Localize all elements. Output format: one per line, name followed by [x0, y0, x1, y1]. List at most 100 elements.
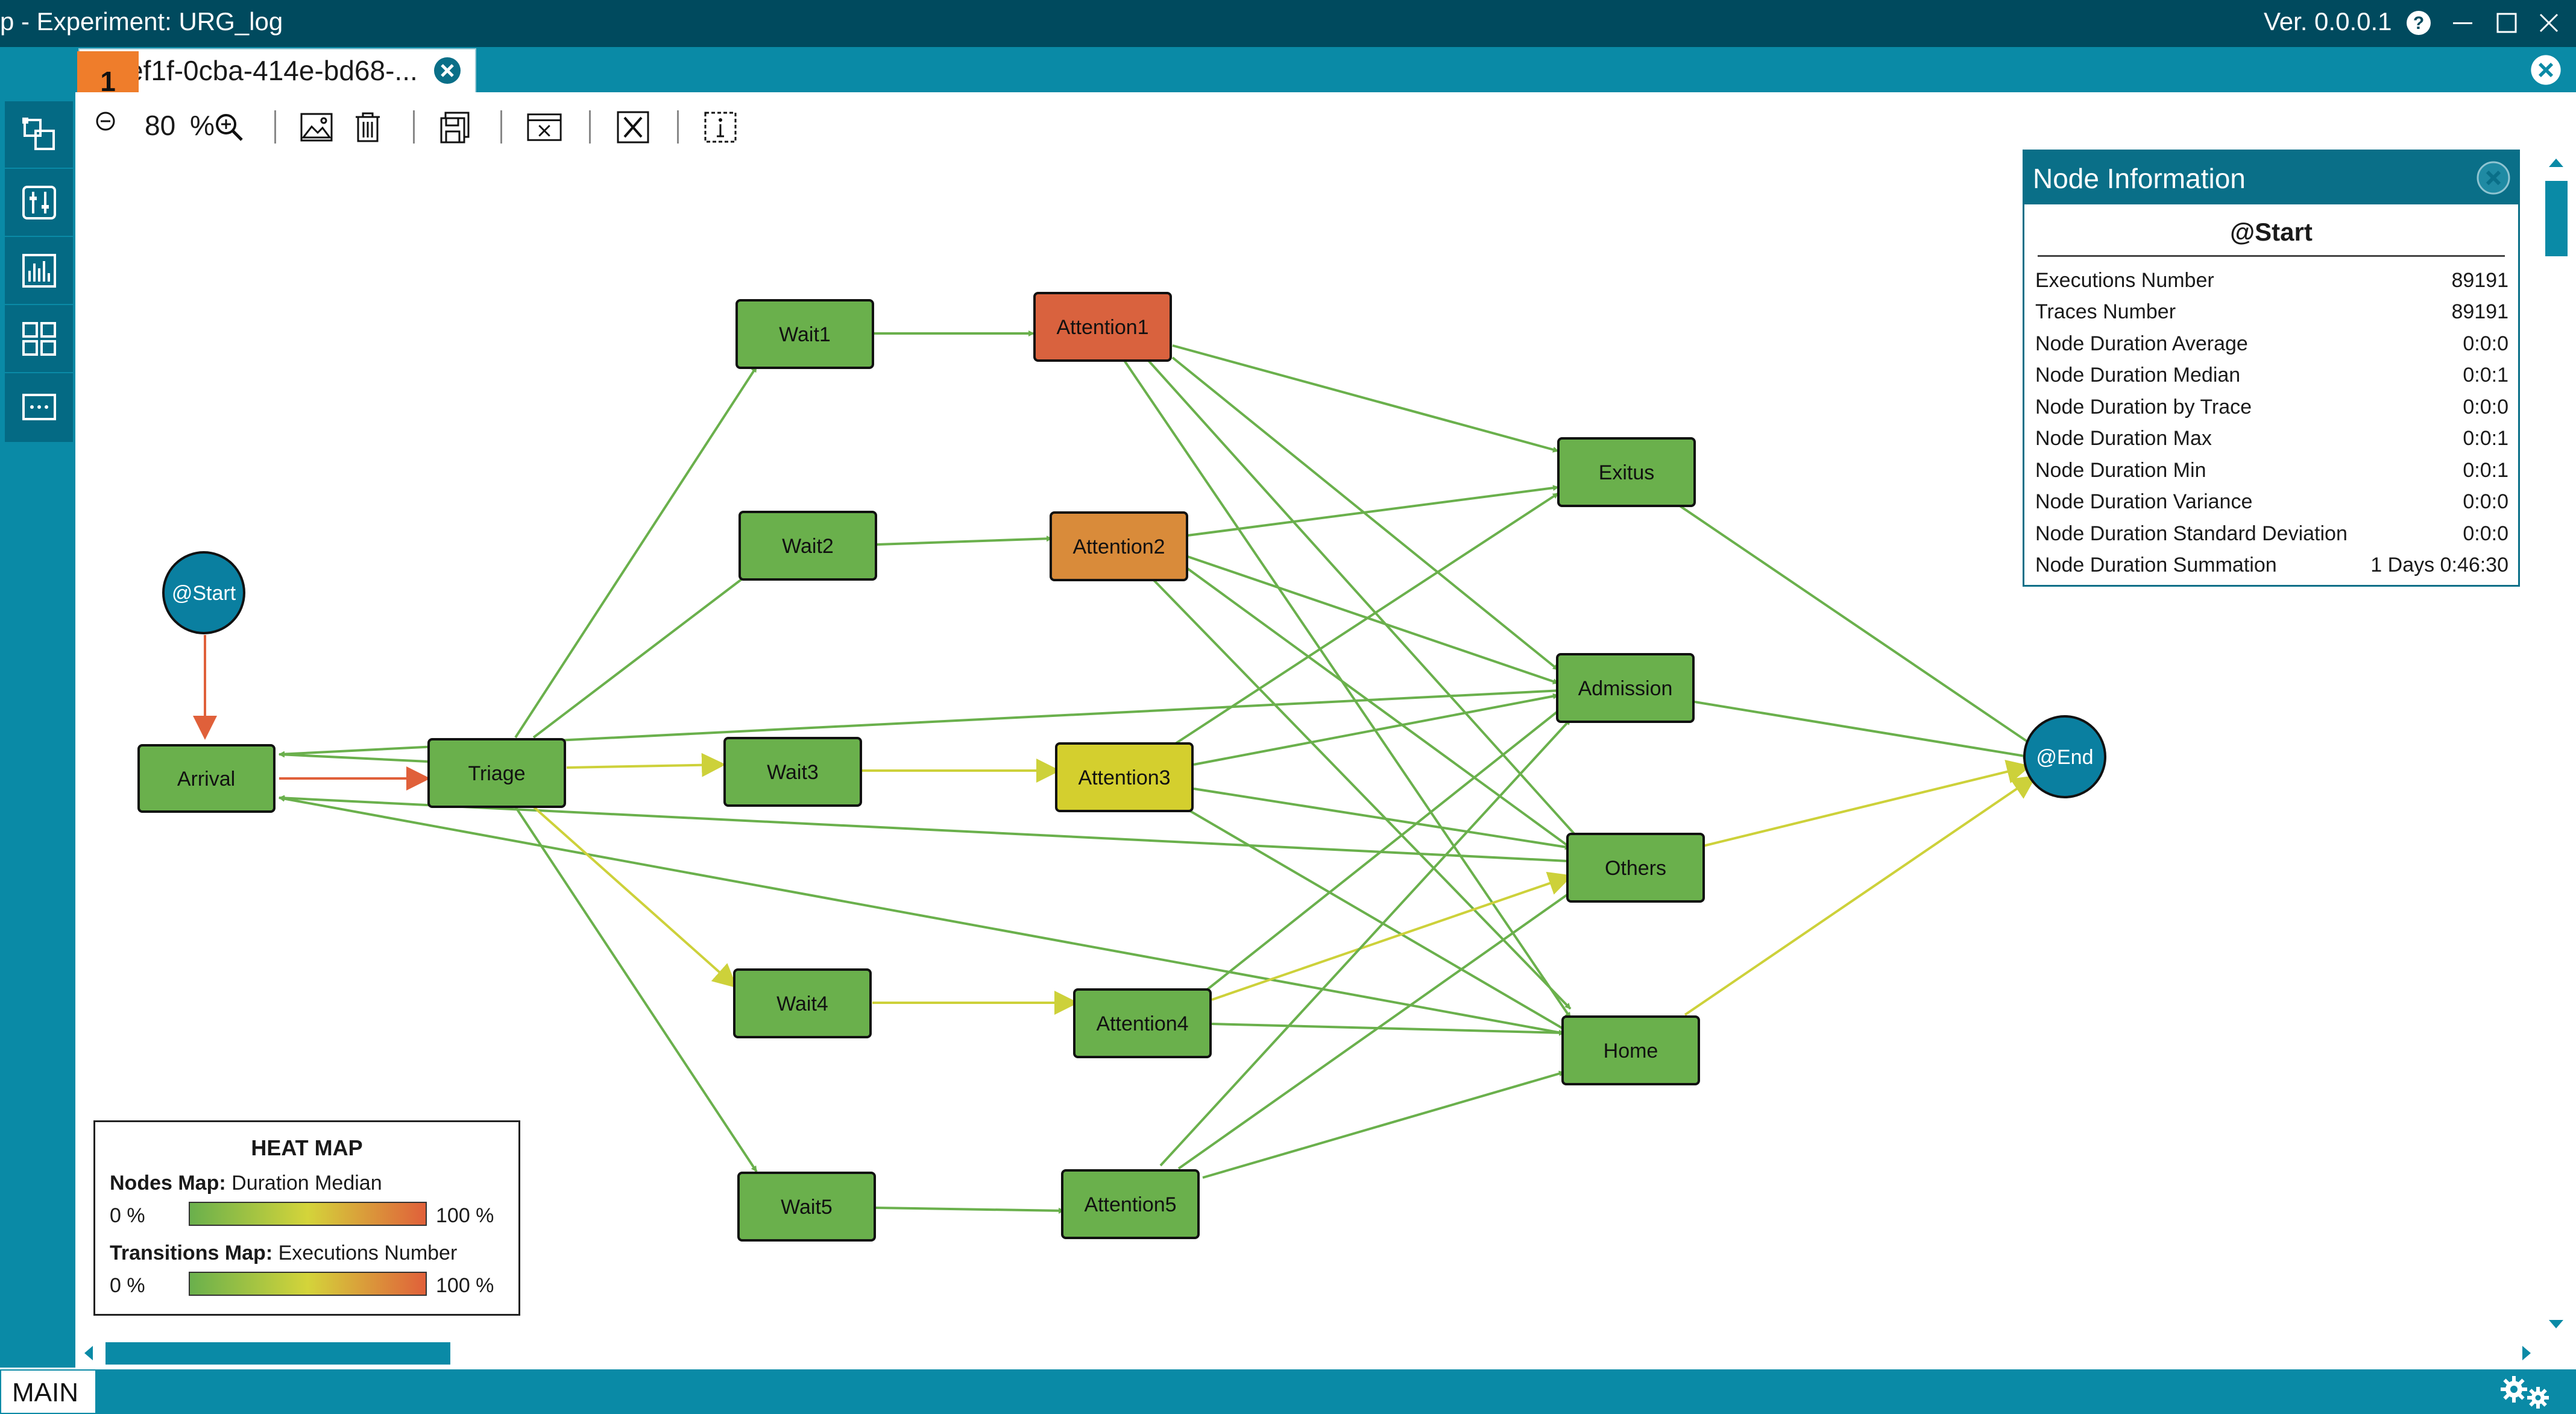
vertical-scroll-thumb[interactable]	[2545, 181, 2568, 256]
edge-wait5-att5	[875, 1207, 1065, 1214]
wait1-label: Wait1	[779, 323, 831, 346]
info-value: 0:0:1	[2463, 364, 2508, 387]
edge-att3-exitus	[1174, 492, 1560, 745]
maximize-icon[interactable]	[2489, 5, 2525, 41]
trash-icon[interactable]	[350, 109, 386, 145]
zoom-value[interactable]: 80	[145, 110, 176, 141]
end-label: @End	[2036, 746, 2093, 769]
version-label: Ver. 0.0.0.1	[2264, 7, 2392, 36]
node-wait5[interactable]: Wait5	[737, 1172, 876, 1242]
divider	[2038, 255, 2505, 257]
node-wait2[interactable]: Wait2	[738, 511, 877, 581]
others-label: Others	[1605, 857, 1666, 880]
zoom-in-icon[interactable]	[211, 109, 247, 145]
process-map-canvas[interactable]: @Start @End Arrival Triage Wait1 Wait2 W…	[75, 92, 2571, 1369]
excel-export-icon[interactable]	[615, 109, 651, 145]
close-all-icon[interactable]	[2529, 53, 2563, 90]
node-attention3[interactable]: Attention3	[1055, 742, 1194, 812]
edge-home-arrival	[279, 795, 1562, 1034]
node-home[interactable]: Home	[1561, 1015, 1700, 1085]
info-value: 0:0:0	[2463, 332, 2508, 355]
edge-att4-admission	[1205, 700, 1572, 992]
nodes-min-label: 0 %	[110, 1204, 145, 1227]
svg-text:?: ?	[2413, 13, 2424, 33]
close-tab-icon[interactable]	[432, 55, 462, 89]
exitus-label: Exitus	[1599, 461, 1655, 484]
vertical-scrollbar[interactable]	[2543, 153, 2570, 1334]
node-attention4[interactable]: Attention4	[1073, 988, 1212, 1058]
edge-exitus-end	[1678, 504, 2036, 748]
attention1-label: Attention1	[1056, 316, 1148, 339]
close-window-icon[interactable]	[2531, 5, 2567, 41]
node-wait4[interactable]: Wait4	[733, 968, 872, 1038]
info-value: 1 Days 0:46:30	[2370, 554, 2508, 577]
node-exitus[interactable]: Exitus	[1557, 437, 1696, 507]
minimize-icon[interactable]	[2445, 5, 2481, 41]
start-node[interactable]: @Start	[162, 551, 245, 634]
edge-att2-exitus	[1187, 485, 1559, 537]
admission-label: Admission	[1578, 677, 1673, 700]
info-value: 0:0:0	[2463, 395, 2508, 418]
statistics-button[interactable]	[5, 238, 73, 305]
node-triage[interactable]: Triage	[427, 738, 566, 808]
edge-wait2-att2	[877, 535, 1053, 546]
gear-icon[interactable]	[2496, 1374, 2556, 1413]
help-icon[interactable]: ?	[2401, 5, 2437, 41]
edge-att1-exitus	[1172, 344, 1559, 453]
edge-others-arrival	[279, 795, 1568, 862]
node-attention5[interactable]: Attention5	[1061, 1169, 1200, 1239]
end-node[interactable]: @End	[2023, 715, 2106, 798]
node-attention1[interactable]: Attention1	[1033, 292, 1172, 362]
attention4-label: Attention4	[1096, 1012, 1188, 1035]
nodes-gradient-bar	[189, 1202, 427, 1226]
info-label: Node Duration Average	[2035, 332, 2248, 355]
selected-node-name: @Start	[2230, 218, 2313, 246]
nodes-icon	[22, 118, 55, 150]
document-tab[interactable]: ef1f-0cba-414e-bd68-...	[78, 48, 476, 92]
edge-att3-home	[1171, 800, 1572, 1034]
edge-att1-home	[1123, 359, 1572, 1019]
transitions-map-row: Transitions Map: Executions Number	[110, 1242, 457, 1265]
save-icon[interactable]	[437, 109, 473, 145]
image-export-icon[interactable]	[298, 109, 335, 145]
info-row: Node Duration Average 0:0:0	[2035, 328, 2508, 360]
left-toolbar	[0, 47, 75, 1368]
nodes-map-row: Nodes Map: Duration Median	[110, 1172, 382, 1195]
tab-label: ef1f-0cba-414e-bd68-...	[128, 55, 418, 86]
info-value: 0:0:1	[2463, 458, 2508, 482]
transitions-max-label: 100 %	[436, 1274, 494, 1297]
grid-button[interactable]	[5, 306, 73, 373]
node-wait1[interactable]: Wait1	[735, 299, 874, 369]
horizontal-scroll-thumb[interactable]	[105, 1342, 450, 1365]
delete-table-icon[interactable]	[526, 109, 562, 145]
settings-sliders-button[interactable]	[5, 169, 73, 237]
node-admission[interactable]: Admission	[1556, 653, 1695, 723]
transitions-min-label: 0 %	[110, 1274, 145, 1297]
node-wait3[interactable]: Wait3	[723, 737, 862, 807]
edge-att3-admission	[1193, 693, 1559, 766]
node-attention2[interactable]: Attention2	[1050, 511, 1188, 581]
process-graph[interactable]: @Start @End Arrival Triage Wait1 Wait2 W…	[75, 92, 2125, 1346]
attention3-label: Attention3	[1078, 766, 1170, 789]
zoom-out-icon[interactable]	[87, 103, 124, 139]
info-icon[interactable]	[702, 109, 738, 145]
info-value: 0:0:0	[2463, 522, 2508, 545]
wait2-label: Wait2	[782, 535, 834, 558]
mode-indicator: MAIN	[0, 1369, 96, 1414]
nodes-button[interactable]	[5, 101, 73, 169]
node-arrival[interactable]: Arrival	[137, 744, 276, 813]
more-button[interactable]	[5, 374, 73, 440]
horizontal-scrollbar[interactable]	[78, 1340, 2537, 1367]
edge-att3-others	[1193, 787, 1571, 850]
edge-att4-others	[1211, 871, 1573, 1001]
close-panel-icon[interactable]	[2475, 160, 2511, 199]
edge-home-end	[1684, 775, 2037, 1016]
node-others[interactable]: Others	[1566, 833, 1705, 903]
tab-strip	[75, 47, 2576, 92]
